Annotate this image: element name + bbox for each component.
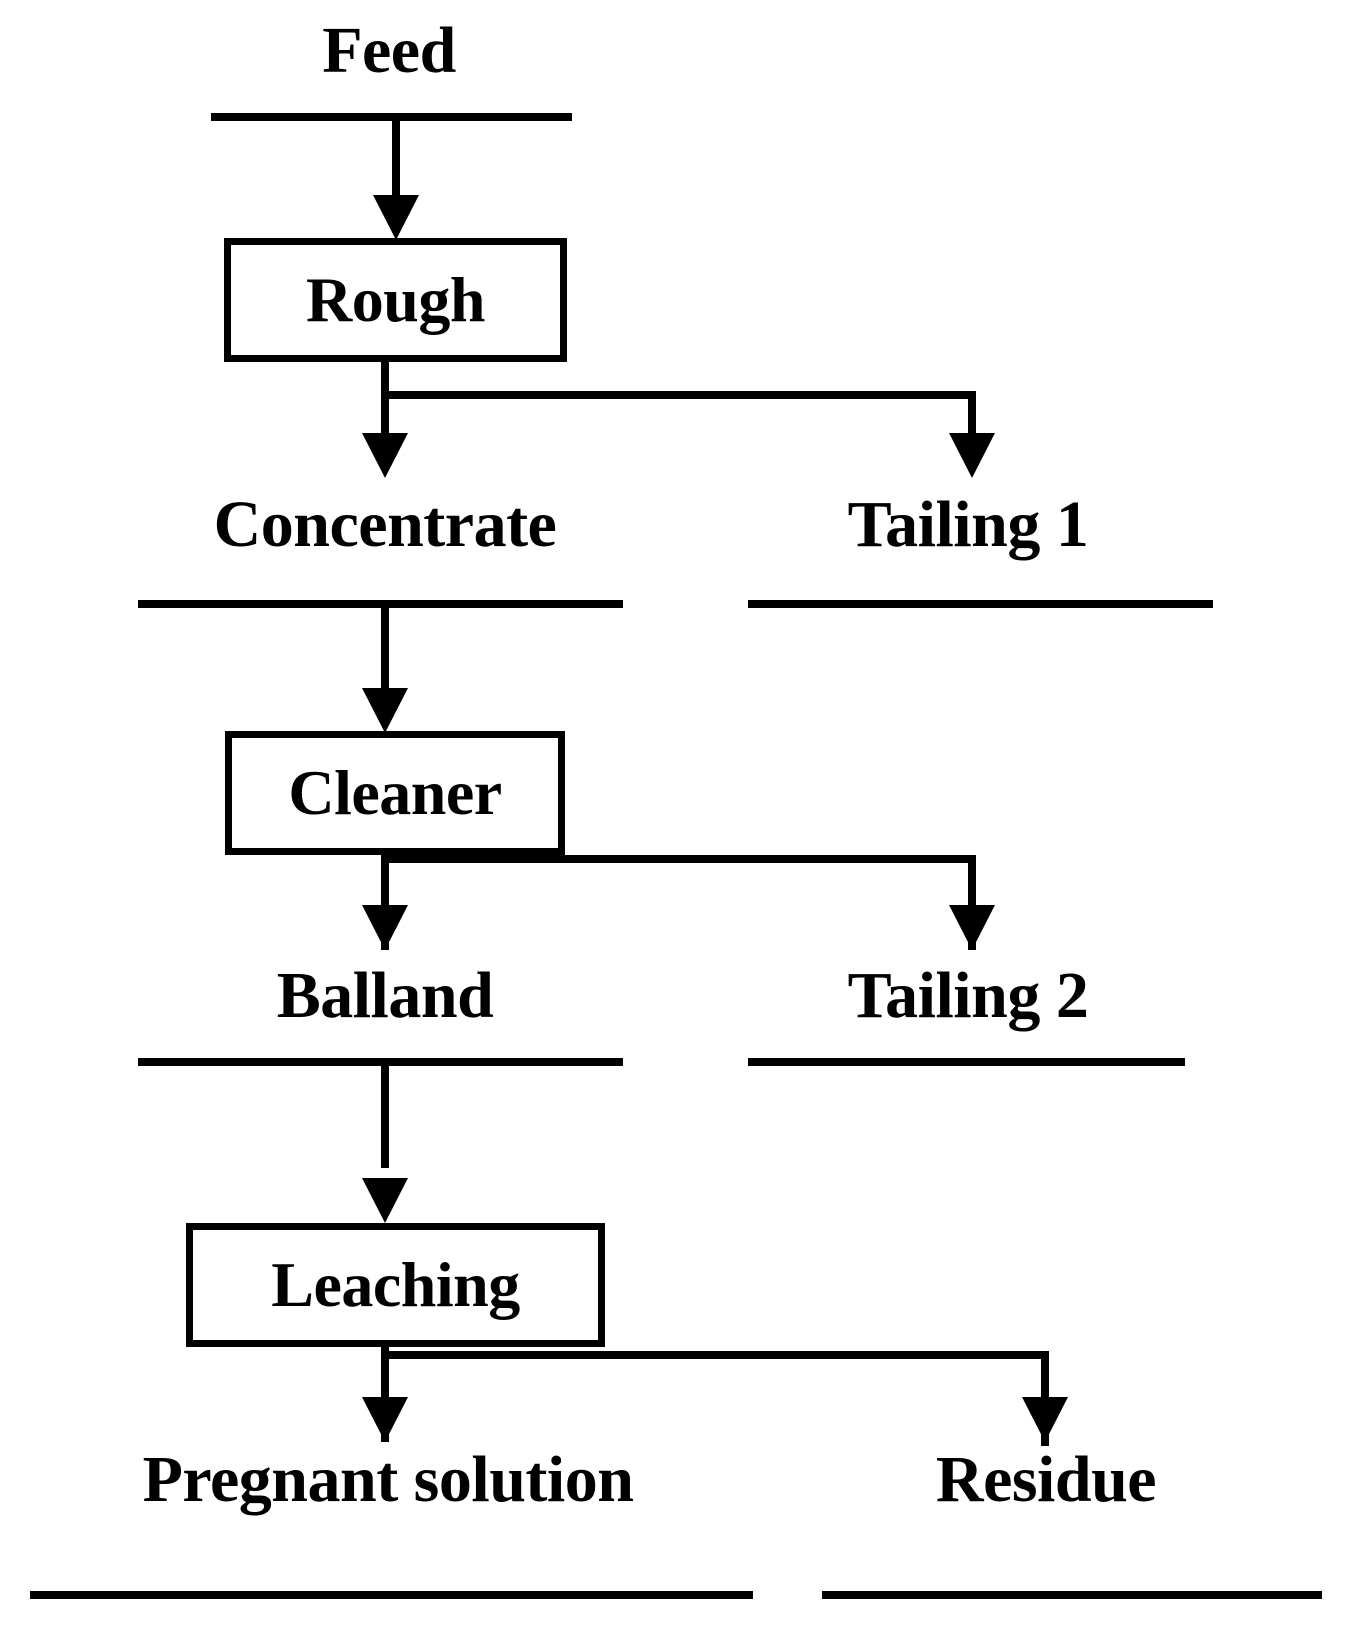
stream-label-tailing-1: Tailing 1 <box>847 488 1089 561</box>
connector-concentrate-to-cleaner-line <box>381 600 389 715</box>
connector-rough-to-concentrate-arrowhead <box>362 433 408 478</box>
connector-cleaner-to-tailing2-arrowhead <box>949 905 995 950</box>
stream-rule-balland <box>138 1058 623 1066</box>
connector-feed-to-rough-arrowhead <box>373 195 419 240</box>
connector-feed-to-rough-line <box>392 117 400 221</box>
stream-rule-tailing-2 <box>748 1058 1185 1066</box>
connector-cleaner-to-tailing2-hline <box>381 855 976 863</box>
connector-concentrate-to-cleaner-arrowhead <box>362 688 408 733</box>
connector-rough-to-tailing1-vline <box>968 391 976 462</box>
stream-label-feed: Feed <box>322 14 456 87</box>
stream-label-balland: Balland <box>276 959 494 1032</box>
connector-leaching-to-pregnant-arrowhead <box>362 1397 408 1442</box>
connector-rough-to-tailing1-hline <box>381 391 976 399</box>
connector-leaching-to-pregnant-line <box>381 1347 389 1442</box>
process-box-rough[interactable]: Rough <box>224 238 567 362</box>
stream-label-residue: Residue <box>935 1443 1157 1516</box>
process-box-leaching[interactable]: Leaching <box>186 1223 605 1347</box>
connector-cleaner-to-tailing2-vline <box>968 855 976 950</box>
process-label-leaching: Leaching <box>271 1249 520 1320</box>
connector-leaching-to-residue-arrowhead <box>1022 1397 1068 1442</box>
connector-rough-to-tailing1-arrowhead <box>949 433 995 478</box>
stream-label-concentrate: Concentrate <box>213 488 557 561</box>
stream-rule-tailing-1 <box>748 600 1213 608</box>
connector-balland-to-leaching-line <box>381 1058 389 1168</box>
connector-cleaner-to-balland-arrowhead <box>362 905 408 950</box>
stream-rule-concentrate <box>138 600 623 608</box>
connector-leaching-to-residue-hline <box>381 1351 1049 1359</box>
connector-rough-to-concentrate-line <box>381 362 389 462</box>
stream-label-pregnant-solution: Pregnant solution <box>142 1443 634 1516</box>
process-label-rough: Rough <box>306 264 485 335</box>
connector-balland-to-leaching-arrowhead <box>362 1178 408 1223</box>
stream-rule-pregnant-solution <box>30 1591 753 1599</box>
stream-label-tailing-2: Tailing 2 <box>847 959 1089 1032</box>
stream-rule-residue <box>822 1591 1322 1599</box>
connector-cleaner-to-balland-line <box>381 855 389 950</box>
process-box-cleaner[interactable]: Cleaner <box>225 731 565 855</box>
stream-rule-feed <box>211 113 572 121</box>
process-label-cleaner: Cleaner <box>288 757 502 828</box>
